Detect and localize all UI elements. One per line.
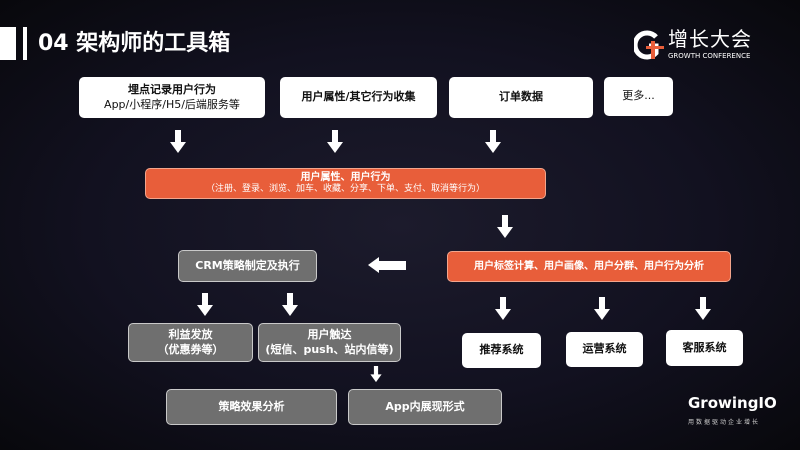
growingio-logo: GrowingIO 用数据驱动企业增长 bbox=[688, 393, 778, 426]
analysis-title: 用户标签计算、用户画像、用户分群、用户行为分析 bbox=[474, 260, 704, 272]
reach-title: 用户触达 bbox=[307, 327, 352, 341]
brand-slogan: 用数据驱动企业增长 bbox=[688, 419, 761, 426]
title-block-decoration bbox=[0, 27, 16, 60]
reach-box: 用户触达 (短信、push、站内信等) bbox=[258, 323, 401, 362]
system-label: 客服系统 bbox=[682, 340, 727, 354]
arrow-down-icon bbox=[168, 130, 188, 154]
source-attributes-box: 用户属性/其它行为收集 bbox=[280, 77, 437, 118]
effect-box: 策略效果分析 bbox=[166, 389, 337, 425]
arrow-down-icon bbox=[280, 293, 300, 317]
source-attributes-title: 用户属性/其它行为收集 bbox=[301, 90, 416, 104]
benefit-sub: （优惠券等） bbox=[157, 342, 224, 356]
arrow-down-icon bbox=[369, 366, 383, 383]
collect-sub: （注册、登录、浏览、加车、收藏、分享、下单、支付、取消等行为） bbox=[205, 184, 485, 195]
g-plus-logo-icon bbox=[632, 29, 664, 61]
benefit-title: 利益发放 bbox=[168, 327, 213, 341]
system-label: 运营系统 bbox=[582, 342, 627, 356]
arrow-down-icon bbox=[592, 297, 612, 321]
system-box-operations: 运营系统 bbox=[566, 332, 643, 367]
source-orders-box: 订单数据 bbox=[449, 77, 593, 118]
title-bar-decoration bbox=[23, 27, 27, 60]
collect-title: 用户属性、用户行为 bbox=[300, 171, 391, 183]
system-label: 推荐系统 bbox=[479, 343, 524, 357]
crm-box: CRM策略制定及执行 bbox=[178, 250, 317, 282]
source-tracking-title: 埋点记录用户行为 bbox=[128, 82, 216, 96]
analysis-box: 用户标签计算、用户画像、用户分群、用户行为分析 bbox=[447, 251, 731, 282]
system-box-service: 客服系统 bbox=[666, 330, 743, 366]
system-box-recommend: 推荐系统 bbox=[462, 333, 541, 368]
arrow-down-icon bbox=[493, 297, 513, 321]
page-title: 04 架构师的工具箱 bbox=[38, 31, 231, 56]
collect-box: 用户属性、用户行为 （注册、登录、浏览、加车、收藏、分享、下单、支付、取消等行为… bbox=[145, 168, 546, 199]
crm-title: CRM策略制定及执行 bbox=[195, 258, 300, 272]
arrow-down-icon bbox=[483, 130, 503, 154]
brand-name: GrowingIO bbox=[688, 394, 777, 412]
logo-subtitle: GROWTH CONFERENCE bbox=[668, 52, 751, 60]
source-tracking-sub: App/小程序/H5/后端服务等 bbox=[104, 97, 240, 111]
reach-sub: (短信、push、站内信等) bbox=[265, 342, 394, 356]
arrow-down-icon bbox=[495, 215, 515, 239]
arrow-left-icon bbox=[368, 257, 406, 273]
source-tracking-box: 埋点记录用户行为 App/小程序/H5/后端服务等 bbox=[79, 77, 265, 118]
app-display-title: App内展现形式 bbox=[385, 399, 465, 413]
source-more-title: 更多... bbox=[622, 89, 655, 103]
arrow-down-icon bbox=[693, 297, 713, 321]
benefit-box: 利益发放 （优惠券等） bbox=[128, 323, 253, 362]
source-more-box: 更多... bbox=[604, 77, 673, 116]
source-orders-title: 订单数据 bbox=[499, 90, 543, 104]
arrow-down-icon bbox=[325, 130, 345, 154]
arrow-down-icon bbox=[195, 293, 215, 317]
effect-title: 策略效果分析 bbox=[218, 399, 285, 413]
conference-logo: 增长大会 GROWTH CONFERENCE bbox=[632, 27, 774, 63]
app-display-box: App内展现形式 bbox=[348, 389, 502, 425]
logo-name: 增长大会 bbox=[668, 27, 752, 51]
